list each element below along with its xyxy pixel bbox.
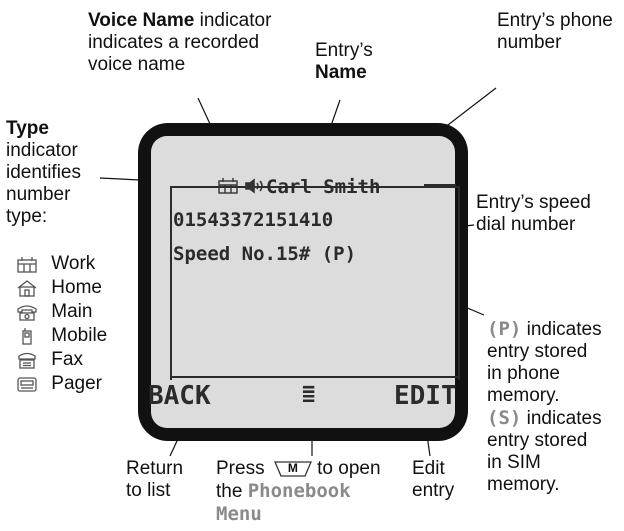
speed-dial-text-1: Entry’s speed (476, 192, 591, 213)
type-text-3: number (6, 184, 71, 205)
menu-text-menu: Menu (216, 503, 262, 525)
edit-text-1: Edit (412, 458, 445, 479)
legend-label-pager: Pager (51, 373, 102, 394)
voice-name-annotation: Voice Name indicator indicates a recorde… (88, 10, 271, 76)
legend-label-fax: Fax (51, 349, 83, 370)
phone-storage-text-1: indicates (521, 319, 602, 340)
legend-label-main: Main (51, 301, 93, 322)
contact-phone-number: 01543372151410 (173, 209, 334, 231)
contact-name: Carl Smith (266, 176, 381, 198)
menu-text-open: to open (311, 458, 381, 479)
fax-icon (18, 352, 36, 369)
speed-dial-text-2: dial number (476, 214, 576, 235)
menu-key-label: M (287, 460, 298, 475)
back-annotation: Return to list (126, 458, 183, 502)
phone-number-text-1: Entry’s phone (497, 10, 613, 31)
type-text-2: identifies (6, 162, 81, 183)
main-icon (17, 305, 37, 321)
softkey-divider (170, 376, 460, 378)
back-soft-key[interactable]: BACK (148, 381, 211, 411)
type-text-1: indicator (6, 140, 78, 161)
menu-key-icon: M (273, 460, 312, 478)
sim-storage-text-1: indicates (521, 408, 602, 429)
menu-text-phonebook: Phonebook (247, 480, 351, 502)
storage-annotation: (P) indicates entry stored in phone memo… (487, 318, 602, 496)
phone-storage-text-2: entry stored (487, 341, 588, 362)
sim-storage-code: (S) (487, 407, 522, 429)
voice-name-text-1: indicator (194, 10, 272, 31)
phone-display-bezel (138, 123, 468, 441)
legend-item-fax: Fax (16, 348, 107, 372)
type-icon-work (217, 176, 239, 194)
speed-dial-annotation: Entry’s speed dial number (476, 192, 591, 236)
sim-storage-text-3: in SIM (487, 452, 541, 473)
phone-number-annotation: Entry’s phone number (497, 10, 613, 54)
type-annotation: Type indicator identifies number type: (6, 118, 81, 228)
legend-label-home: Home (51, 277, 102, 298)
legend-item-work: Work (16, 252, 107, 276)
menu-indicator-icon[interactable]: ≣ (302, 382, 316, 407)
voice-name-text-3: voice name (88, 54, 186, 75)
voice-name-title: Voice Name (88, 10, 195, 31)
title-separator (424, 184, 456, 186)
sim-storage-text-4: memory. (487, 474, 560, 495)
lcd-inner-frame (170, 186, 460, 380)
entry-name-annotation: Entry’s Name (315, 40, 373, 84)
mobile-icon (22, 327, 32, 345)
legend-item-mobile: Mobile (16, 324, 107, 348)
type-title: Type (6, 118, 49, 139)
type-text-4: type: (6, 206, 48, 227)
phone-number-text-2: number (497, 32, 562, 53)
work-icon (218, 178, 238, 194)
voice-name-icon (243, 178, 265, 199)
back-text-1: Return (126, 458, 184, 479)
menu-text-the: the (216, 481, 248, 502)
entry-name-text-2: Name (315, 62, 367, 83)
legend-label-mobile: Mobile (51, 325, 108, 346)
back-text-2: to list (126, 480, 171, 501)
entry-name-text-1: Entry’s (315, 40, 373, 61)
phone-storage-text-4: memory. (487, 385, 560, 406)
legend-item-pager: Pager (16, 372, 107, 396)
legend-label-work: Work (51, 253, 96, 274)
number-type-legend: Work Home Main Mobile Fax Pager (16, 252, 107, 396)
edit-soft-key[interactable]: EDIT (394, 381, 457, 411)
edit-text-2: entry (412, 480, 455, 501)
lcd-screen (151, 136, 455, 428)
legend-item-home: Home (16, 276, 107, 300)
home-icon (17, 280, 37, 297)
speed-dial-line: Speed No.15# (P) (173, 243, 357, 265)
phone-storage-code: (P) (487, 318, 522, 340)
menu-text-press: Press (216, 458, 265, 479)
menu-annotation: Press M to open the Phonebook Menu (216, 458, 381, 525)
phone-storage-text-3: in phone (487, 363, 560, 384)
voice-name-text-2: indicates a recorded (88, 32, 260, 53)
work-icon (17, 256, 37, 273)
edit-annotation: Edit entry (412, 458, 454, 502)
legend-item-main: Main (16, 300, 107, 324)
sim-storage-text-2: entry stored (487, 430, 588, 451)
pager-icon (17, 377, 37, 392)
